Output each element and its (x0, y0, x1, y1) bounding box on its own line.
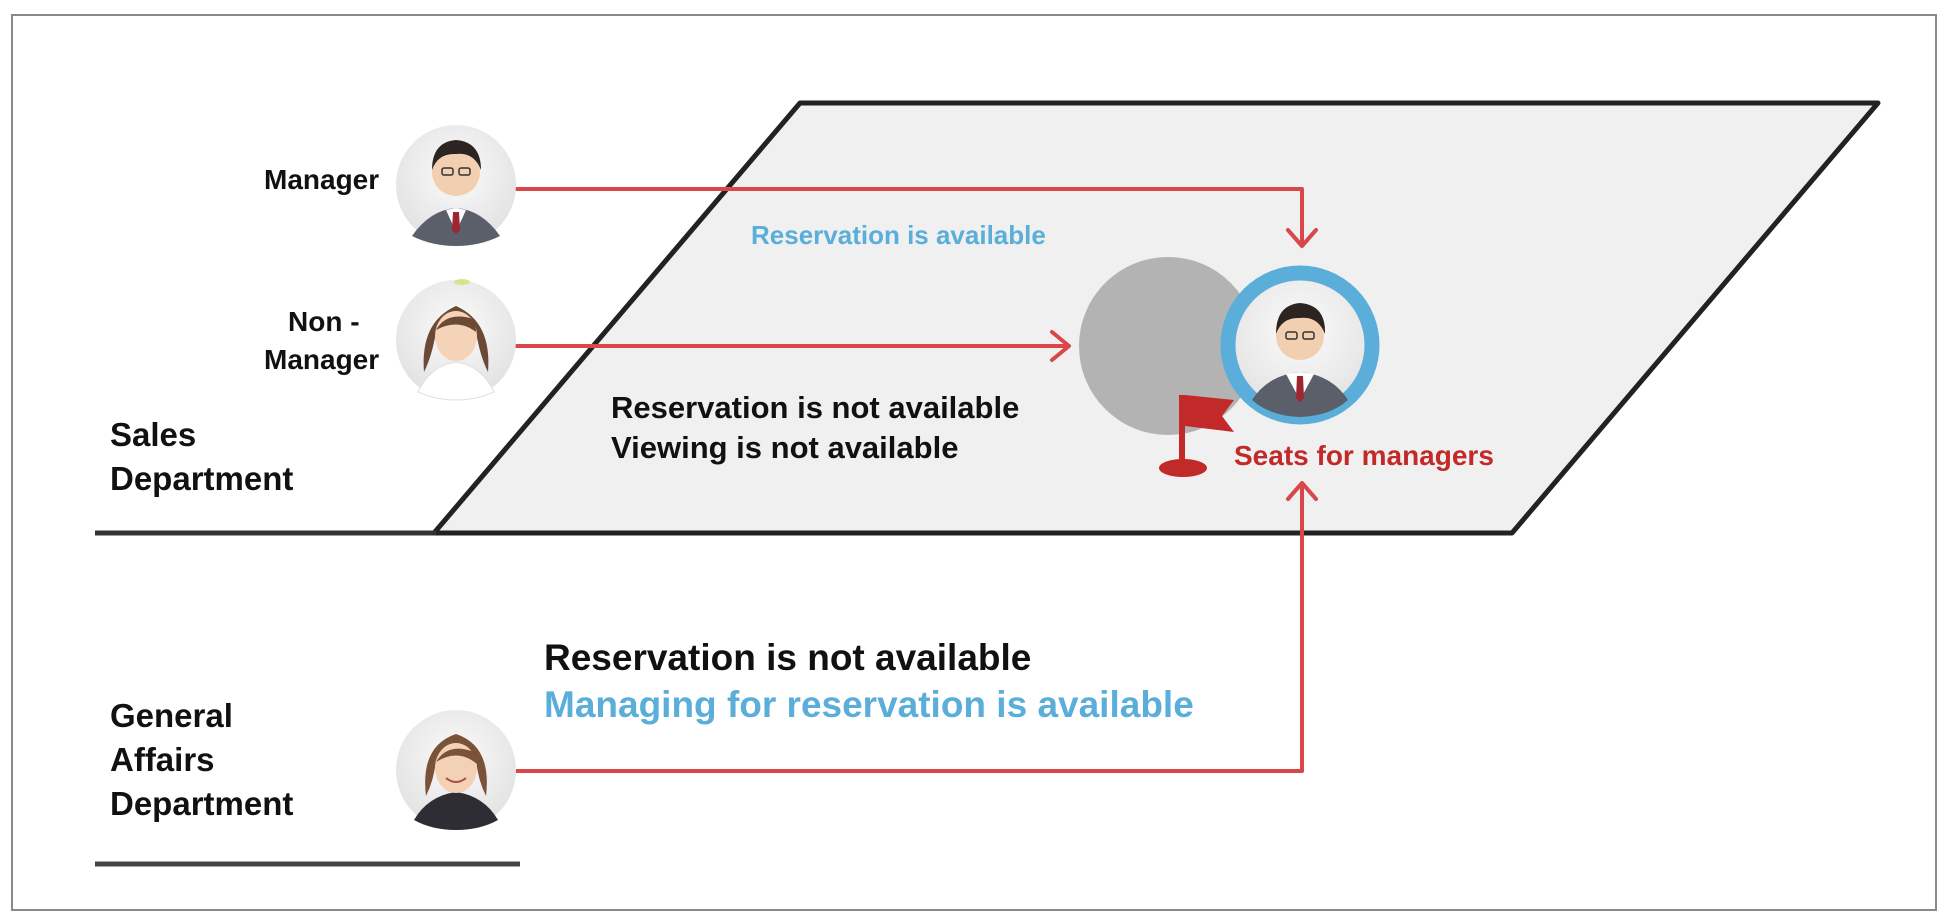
non-manager-arrow (512, 330, 1071, 362)
ga-department-label-line3: Department (110, 785, 294, 822)
manager-arrow (512, 187, 1318, 248)
general-affairs-avatar (396, 710, 516, 830)
non-manager-role-label-line2: Manager (264, 344, 380, 375)
non-manager-reservation-note: Reservation is not available (611, 390, 1020, 425)
ga-reservation-note: Reservation is not available (544, 637, 1032, 678)
manager-avatar-icon (1252, 303, 1348, 417)
manager-role-label: Manager (264, 164, 380, 195)
non-manager-viewing-note: Viewing is not available (611, 430, 959, 465)
ga-department-label-line1: General (110, 697, 233, 734)
general-affairs-arrow (512, 481, 1318, 773)
manager-seat-avatar (1220, 265, 1380, 425)
non-manager-avatar (396, 279, 516, 401)
gray-seat-circle (1079, 257, 1257, 435)
seats-for-managers-label: Seats for managers (1234, 440, 1494, 471)
manager-avatar (396, 125, 516, 246)
ga-department-label-line2: Affairs (110, 741, 215, 778)
sales-department-label-line1: Sales (110, 416, 197, 453)
flag-icon (1159, 395, 1234, 477)
sales-department-label-line2: Department (110, 460, 294, 497)
non-manager-role-label-line1: Non - (288, 306, 360, 337)
ga-managing-note: Managing for reservation is available (544, 684, 1194, 725)
manager-reservation-note: Reservation is available (751, 220, 1046, 250)
